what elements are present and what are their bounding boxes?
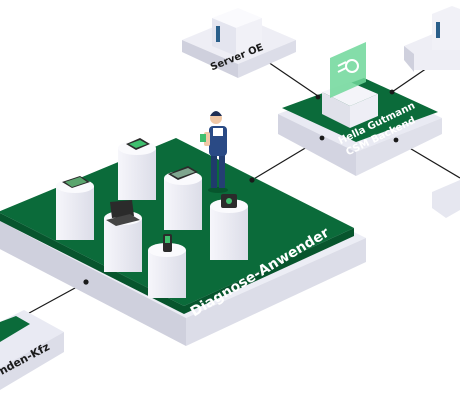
right-device-node (432, 180, 460, 218)
laptop-icon (106, 200, 140, 226)
pillar-tablet-large (164, 166, 202, 230)
server-oe-node: Server OE (182, 8, 296, 78)
diagnostic-device-icon (126, 138, 150, 150)
server-rack-icon (212, 8, 262, 56)
right-server-node (404, 6, 460, 72)
tablet-icon (62, 176, 90, 188)
cloud-app-icon (322, 42, 378, 128)
pillar-tablet (56, 176, 94, 240)
server-rack-icon (432, 6, 460, 50)
connector-dot (389, 89, 395, 95)
pillar-diagnostic-device (118, 138, 156, 200)
backend-platform: Hella Gutmann CSM Backend (278, 42, 442, 176)
pillar-laptop (104, 200, 142, 272)
connector-dot (315, 94, 321, 100)
connector-dot (249, 177, 255, 183)
pillar-handheld-scanner (148, 234, 186, 298)
handheld-scanner-icon (163, 234, 172, 252)
tablet-icon (168, 166, 198, 180)
connector-dot (83, 279, 89, 285)
person-technician-icon (200, 111, 228, 193)
kunden-platform: nden-Kfz (0, 310, 64, 390)
pillar-tester-device (210, 194, 248, 260)
diagnostic-device-icon (221, 194, 237, 208)
line-server-to-backend (267, 61, 319, 97)
connector-dot (393, 137, 399, 143)
diagnose-platform: Diagnose-Anwender (0, 111, 366, 346)
line-backend-to-right-server (391, 65, 431, 93)
connector-dot (319, 135, 325, 141)
